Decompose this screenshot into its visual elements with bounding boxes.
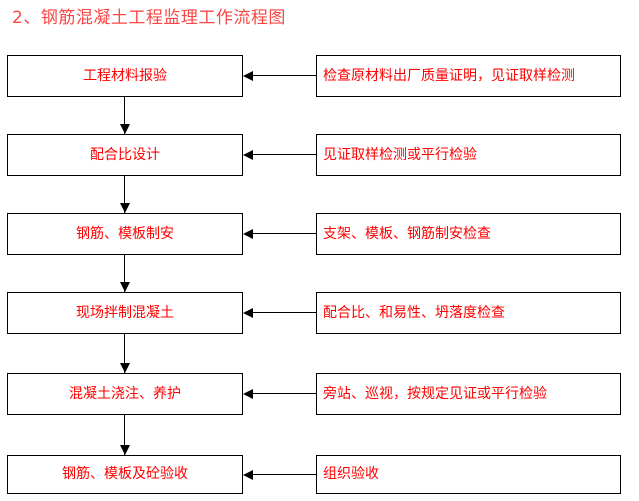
arrow-line: [124, 176, 125, 213]
control-node[interactable]: 组织验收: [316, 455, 621, 494]
control-to-process-arrow: [243, 470, 316, 480]
control-node[interactable]: 配合比、和易性、坍落度检查: [316, 292, 621, 334]
arrow-line: [124, 255, 125, 292]
page-title: 2、钢筋混凝土工程监理工作流程图: [12, 8, 286, 28]
arrow-down-icon: [120, 124, 130, 134]
flow-row: 工程材料报验 检查原材料出厂质量证明，见证取样检测: [0, 55, 639, 97]
process-node[interactable]: 配合比设计: [7, 134, 243, 176]
control-to-process-arrow: [243, 389, 316, 399]
arrow-line: [252, 154, 316, 155]
arrow-line: [252, 393, 316, 394]
process-node[interactable]: 混凝土浇注、养护: [7, 373, 243, 415]
flow-row: 钢筋、模板及砼验收 组织验收: [0, 455, 639, 494]
arrow-line: [124, 97, 125, 134]
control-node[interactable]: 见证取样检测或平行检验: [316, 134, 621, 176]
process-flow-arrow: [120, 415, 130, 455]
arrow-left-icon: [243, 150, 253, 160]
control-node[interactable]: 支架、模板、钢筋制安检查: [316, 213, 621, 255]
flow-row: 钢筋、模板制安 支架、模板、钢筋制安检查: [0, 213, 639, 255]
arrow-line: [252, 474, 316, 475]
arrow-down-icon: [120, 282, 130, 292]
control-node-label: 检查原材料出厂质量证明，见证取样检测: [323, 67, 575, 84]
arrow-line: [252, 312, 316, 313]
control-node[interactable]: 旁站、巡视，按规定见证或平行检验: [316, 373, 621, 415]
process-node-label: 工程材料报验: [83, 67, 167, 84]
process-flow-arrow: [120, 334, 130, 373]
flow-row: 混凝土浇注、养护 旁站、巡视，按规定见证或平行检验: [0, 373, 639, 415]
process-node[interactable]: 现场拌制混凝土: [7, 292, 243, 334]
arrow-down-icon: [120, 363, 130, 373]
control-node-label: 支架、模板、钢筋制安检查: [323, 225, 491, 242]
process-node-label: 现场拌制混凝土: [76, 304, 174, 321]
arrow-down-icon: [120, 203, 130, 213]
process-node-label: 配合比设计: [90, 146, 160, 163]
arrow-line: [252, 233, 316, 234]
arrow-left-icon: [243, 229, 253, 239]
control-node-label: 见证取样检测或平行检验: [323, 146, 477, 163]
control-node-label: 旁站、巡视，按规定见证或平行检验: [323, 385, 547, 402]
arrow-left-icon: [243, 389, 253, 399]
arrow-line: [124, 334, 125, 373]
arrow-left-icon: [243, 470, 253, 480]
flow-row: 配合比设计 见证取样检测或平行检验: [0, 134, 639, 176]
arrow-down-icon: [120, 445, 130, 455]
arrow-line: [124, 415, 125, 455]
control-node-label: 配合比、和易性、坍落度检查: [323, 304, 505, 321]
arrow-line: [252, 75, 316, 76]
control-to-process-arrow: [243, 71, 316, 81]
process-node-label: 钢筋、模板制安: [76, 225, 174, 242]
process-flow-arrow: [120, 255, 130, 292]
process-node[interactable]: 工程材料报验: [7, 55, 243, 97]
process-node-label: 混凝土浇注、养护: [69, 385, 181, 402]
process-flow-arrow: [120, 176, 130, 213]
flow-row: 现场拌制混凝土 配合比、和易性、坍落度检查: [0, 292, 639, 334]
control-to-process-arrow: [243, 308, 316, 318]
process-node[interactable]: 钢筋、模板制安: [7, 213, 243, 255]
control-to-process-arrow: [243, 150, 316, 160]
control-to-process-arrow: [243, 229, 316, 239]
process-node-label: 钢筋、模板及砼验收: [62, 466, 188, 482]
arrow-left-icon: [243, 71, 253, 81]
control-node-label: 组织验收: [323, 466, 379, 482]
process-flow-arrow: [120, 97, 130, 134]
arrow-left-icon: [243, 308, 253, 318]
control-node[interactable]: 检查原材料出厂质量证明，见证取样检测: [316, 55, 621, 97]
process-node[interactable]: 钢筋、模板及砼验收: [7, 455, 243, 494]
